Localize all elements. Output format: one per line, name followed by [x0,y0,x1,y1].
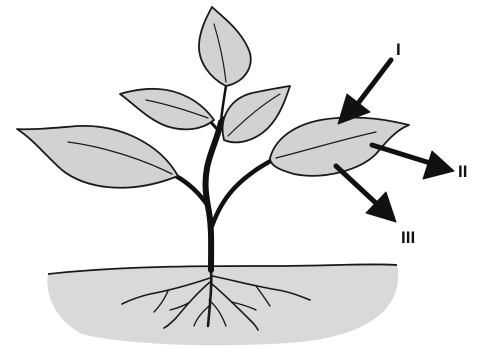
right-branch [212,158,276,226]
upper-left-leaf [120,89,214,130]
label-three: III [401,228,415,247]
main-stem [206,122,221,270]
soil [47,264,398,345]
left-leaf [17,126,178,188]
arrow-two-head [423,151,454,179]
label-two: II [458,162,467,181]
arrow-three-shaft [336,166,378,205]
label-one: I [396,40,401,59]
arrow-two-shaft [372,145,430,163]
arrow-one-shaft [356,60,391,106]
